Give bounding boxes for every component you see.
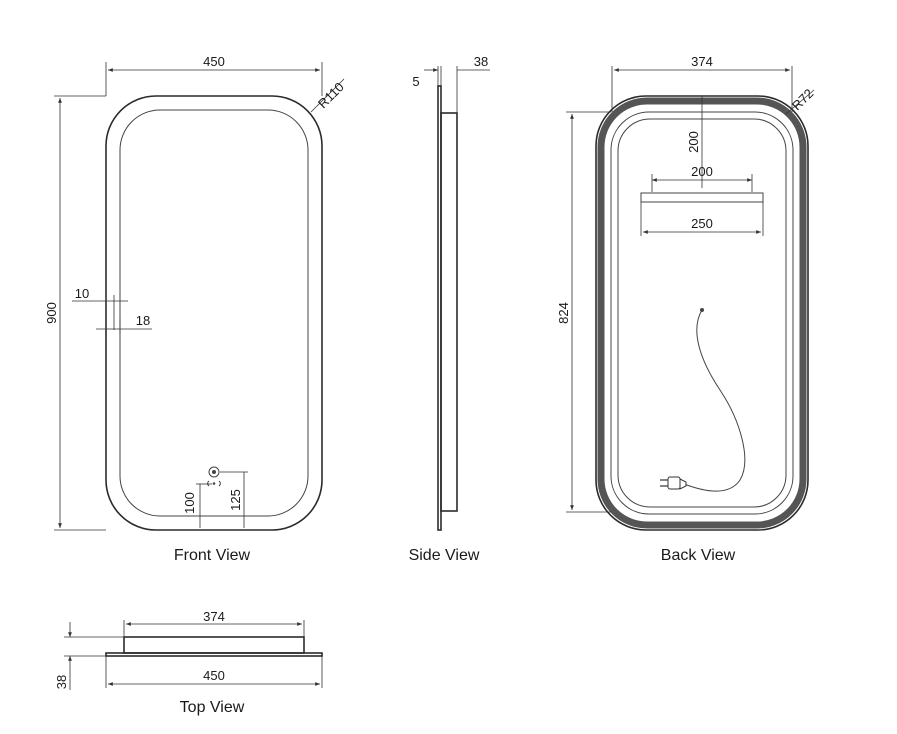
dim-back-bracket-250: 250 (691, 216, 713, 231)
mounting-bracket (640, 192, 764, 203)
dim-front-width: 450 (203, 54, 225, 69)
power-cable (683, 309, 746, 492)
top-view: 374 450 38 Top View (54, 609, 323, 716)
dim-back-vertical-200: 200 (686, 131, 701, 153)
dim-front-inset: 18 (136, 313, 150, 328)
back-view: 374 R72 824 200 200 250 (556, 54, 816, 564)
front-view-label: Front View (174, 547, 251, 564)
power-plug-icon (660, 476, 687, 490)
dim-back-width: 374 (691, 54, 713, 69)
dim-back-height: 824 (556, 302, 571, 324)
front-view: 450 R110 900 10 18 100 125 (44, 54, 347, 564)
front-mirror-inner (119, 109, 309, 517)
dim-back-bracket-200: 200 (691, 164, 713, 179)
top-glass (105, 652, 323, 657)
side-body (440, 112, 458, 512)
dim-back-radius: R72 (789, 86, 816, 113)
top-view-label: Top View (180, 699, 245, 716)
dim-front-height: 900 (44, 302, 59, 324)
dim-front-radius: R110 (315, 79, 347, 111)
back-view-label: Back View (661, 547, 736, 564)
dim-side-glass: 5 (412, 74, 419, 89)
dim-top-inner: 374 (203, 609, 225, 624)
side-view-label: Side View (409, 547, 480, 564)
dim-front-frame: 10 (75, 286, 89, 301)
top-body (123, 636, 305, 654)
dim-side-depth: 38 (474, 54, 488, 69)
dim-front-sensor-125: 125 (228, 489, 243, 511)
dim-front-sensor-100: 100 (182, 492, 197, 514)
dim-top-depth: 38 (54, 675, 69, 689)
dim-top-outer: 450 (203, 668, 225, 683)
side-view: 5 38 Side View (409, 54, 490, 564)
touch-sensor-icon (207, 466, 221, 487)
